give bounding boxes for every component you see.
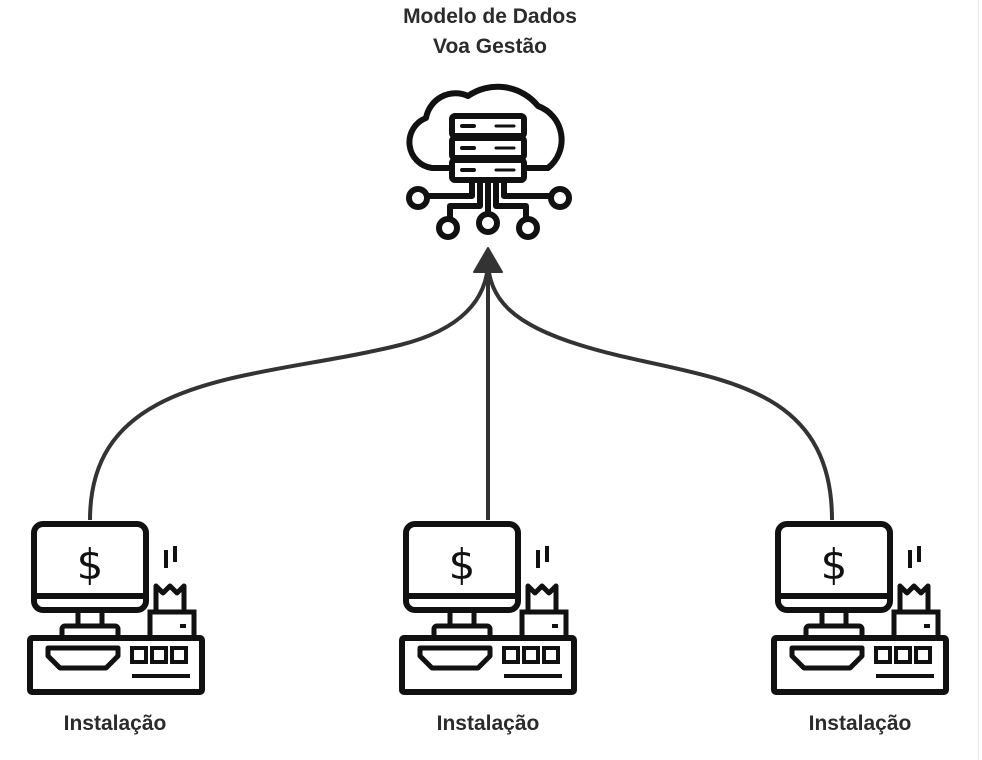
diagram-title: Modelo de Dados Voa Gestão (290, 2, 690, 62)
node-label-3: Instalação (808, 712, 912, 735)
title-line-2: Voa Gestão (433, 35, 547, 58)
connectors (88, 247, 834, 521)
node-label-2: Instalação (436, 712, 540, 735)
connector-left (88, 259, 490, 521)
pos-terminal-icon (774, 524, 946, 692)
pos-terminal-icon (30, 524, 202, 692)
node-label-1: Instalação (63, 712, 167, 735)
connector-right (486, 259, 834, 521)
arrowhead (473, 247, 503, 273)
cloud-server-icon (406, 83, 572, 240)
page-edge (978, 0, 979, 760)
title-line-1: Modelo de Dados (403, 5, 577, 28)
pos-terminal-icon (402, 524, 574, 692)
